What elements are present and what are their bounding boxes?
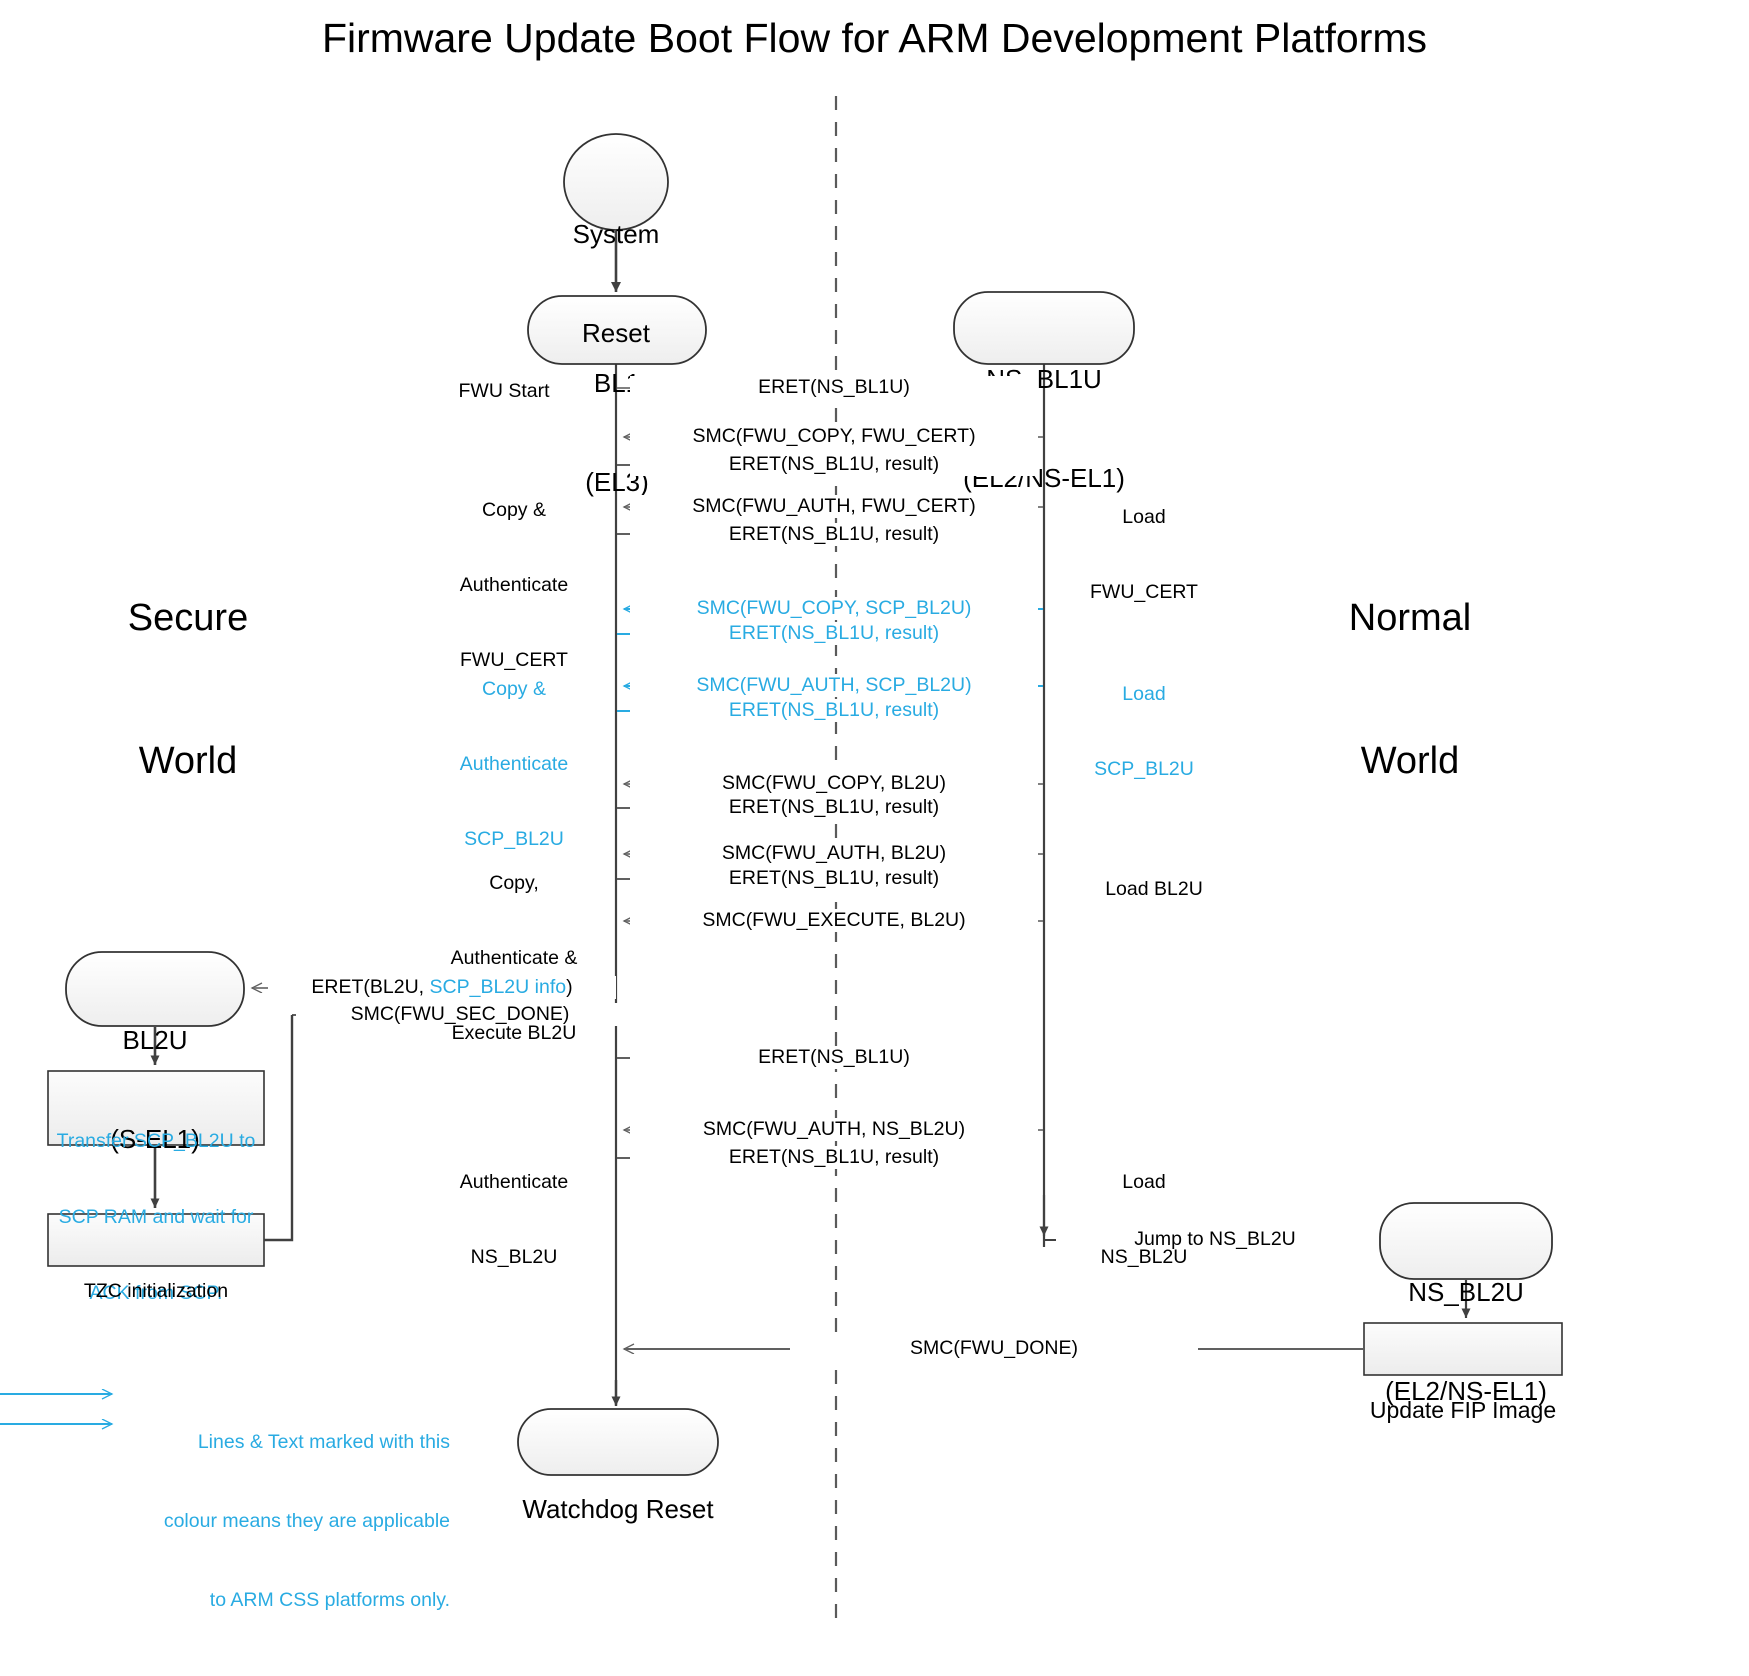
m15-cyan-part: SCP_BL2U info <box>429 976 567 998</box>
annotation-load-ns-bl2u: Load NS_BL2U <box>1054 1120 1234 1320</box>
annotation-copy-auth-cert-line3: FWU_CERT <box>460 648 568 671</box>
node-ns-bl1u-shape <box>953 291 1135 365</box>
message-label-m14: SMC(FWU_EXECUTE, BL2U) <box>630 909 1038 932</box>
message-label-m9: ERET(NS_BL1U, result) <box>630 699 1038 722</box>
annotation-load-bl2u-line1: Load BL2U <box>1105 877 1203 900</box>
box-transfer-line1: Transfer SCP_BL2U to <box>56 1129 256 1152</box>
annotation-copy-auth-scp-line1: Copy & <box>482 677 546 700</box>
message-label-m4: SMC(FWU_AUTH, FWU_CERT) <box>630 495 1038 518</box>
annotation-copy-auth-fwu-cert: Copy & Authenticate FWU_CERT <box>424 448 604 722</box>
message-label-m1: ERET(NS_BL1U) <box>630 376 1038 399</box>
annotation-auth-ns-bl2u-line1: Authenticate <box>459 1170 569 1193</box>
annotation-load-fwu-cert-line1: Load <box>1122 505 1166 528</box>
box-update-fip-image: Update FIP Image <box>1364 1336 1562 1485</box>
m15-suffix: ) <box>566 976 573 998</box>
legend-note: Lines & Text marked with this colour mea… <box>130 1376 450 1665</box>
annotation-load-fwu-cert: Load FWU_CERT <box>1054 455 1234 655</box>
normal-world-line2: World <box>1360 739 1460 782</box>
node-bl2u-shape <box>65 951 245 1027</box>
message-label-m16: SMC(FWU_SEC_DONE) <box>296 1003 624 1026</box>
message-label-m17: ERET(NS_BL1U) <box>630 1046 1038 1069</box>
legend-line1: Lines & Text marked with this <box>197 1430 450 1453</box>
secure-world-label: Secure World <box>58 500 318 880</box>
message-label-m15: ERET(BL2U, SCP_BL2U info) <box>268 976 616 999</box>
message-label-m21: SMC(FWU_DONE) <box>790 1337 1198 1360</box>
message-label-m2: SMC(FWU_COPY, FWU_CERT) <box>630 425 1038 448</box>
annotation-copy-auth-scp-line3: SCP_BL2U <box>464 827 564 850</box>
m15-prefix: ERET(BL2U, <box>311 976 430 998</box>
annotation-auth-ns-bl2u-line2: NS_BL2U <box>470 1245 558 1268</box>
secure-world-line1: Secure <box>127 597 249 639</box>
annotation-copy-auth-cert-line1: Copy & <box>482 498 546 521</box>
message-label-m18: SMC(FWU_AUTH, NS_BL2U) <box>630 1118 1038 1141</box>
box-transfer-scp: Transfer SCP_BL2U to SCP RAM and wait fo… <box>48 1078 264 1357</box>
box-update-fip-shape <box>1363 1322 1563 1376</box>
message-label-m20: Jump to NS_BL2U <box>1056 1228 1374 1251</box>
normal-world-line1: Normal <box>1348 597 1472 639</box>
annotation-load-scp-line1: Load <box>1122 682 1166 705</box>
box-tzc-line1: TZC initialization <box>83 1279 229 1302</box>
message-label-m7: ERET(NS_BL1U, result) <box>630 622 1038 645</box>
message-label-m19: ERET(NS_BL1U, result) <box>630 1146 1038 1169</box>
node-ns-bl2u-shape <box>1379 1202 1553 1280</box>
annotation-load-ns-bl2u-line1: Load <box>1122 1170 1166 1193</box>
annotation-load-fwu-cert-line2: FWU_CERT <box>1090 580 1198 603</box>
box-transfer-line2: SCP RAM and wait for <box>58 1205 254 1228</box>
annotation-load-scp-line2: SCP_BL2U <box>1094 757 1194 780</box>
box-tzc-shape <box>47 1213 265 1267</box>
message-label-m11: ERET(NS_BL1U, result) <box>630 796 1038 819</box>
message-label-m10: SMC(FWU_COPY, BL2U) <box>630 772 1038 795</box>
legend-line3: to ARM CSS platforms only. <box>209 1588 450 1611</box>
annotation-fwu-start: FWU Start <box>458 380 550 402</box>
annotation-copy-auth-exec-line2: Authenticate & <box>450 946 578 969</box>
secure-world-line2: World <box>138 739 238 782</box>
message-label-m12: SMC(FWU_AUTH, BL2U) <box>630 842 1038 865</box>
node-bl1-shape <box>527 295 707 365</box>
annotation-copy-auth-exec-line3: Execute BL2U <box>451 1021 577 1044</box>
annotation-copy-auth-exec-line1: Copy, <box>489 871 539 894</box>
node-watchdog-reset-shape <box>517 1408 719 1476</box>
annotation-copy-auth-scp-bl2u: Copy & Authenticate SCP_BL2U <box>424 627 604 901</box>
box-update-fip-line1: Update FIP Image <box>1369 1396 1557 1423</box>
message-label-m3: ERET(NS_BL1U, result) <box>630 453 1038 476</box>
annotation-copy-auth-exec-bl2u: Copy, Authenticate & Execute BL2U <box>414 821 614 1095</box>
connector-tzc-to-smc-sec-done <box>264 1015 294 1242</box>
annotation-copy-auth-cert-line2: Authenticate <box>459 573 569 596</box>
message-label-m6: SMC(FWU_COPY, SCP_BL2U) <box>630 597 1038 620</box>
box-transfer-line3: ACK from SCP. <box>89 1281 223 1304</box>
normal-world-label: Normal World <box>1280 500 1540 880</box>
annotation-load-scp-bl2u: Load SCP_BL2U <box>1054 632 1234 832</box>
message-label-m8: SMC(FWU_AUTH, SCP_BL2U) <box>630 674 1038 697</box>
box-tzc-initialization: TZC initialization <box>48 1228 264 1355</box>
node-system-reset-shape <box>563 133 669 231</box>
annotation-load-bl2u: Load BL2U <box>1054 827 1254 952</box>
annotation-authenticate-ns-bl2u: Authenticate NS_BL2U <box>424 1120 604 1320</box>
annotation-load-ns-bl2u-line2: NS_BL2U <box>1100 1245 1188 1268</box>
annotation-copy-auth-scp-line2: Authenticate <box>459 752 569 775</box>
legend-line2: colour means they are applicable <box>163 1509 450 1532</box>
message-label-m5: ERET(NS_BL1U, result) <box>630 523 1038 546</box>
page-title: Firmware Update Boot Flow for ARM Develo… <box>321 15 1428 61</box>
message-label-m13: ERET(NS_BL1U, result) <box>630 867 1038 890</box>
